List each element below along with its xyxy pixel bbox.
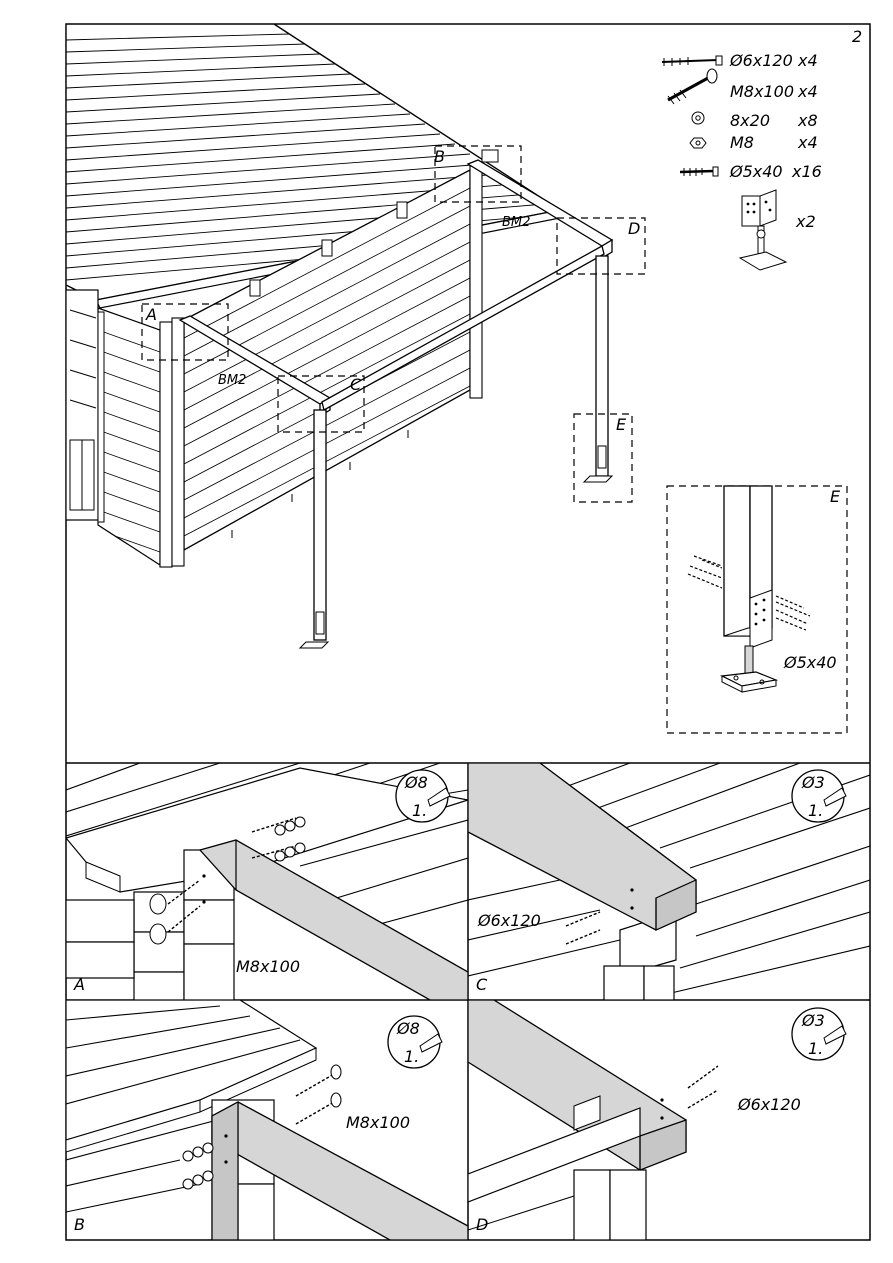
detail-d: Ø6x120 D [468, 1000, 801, 1240]
side-wall [66, 289, 161, 567]
callout-label-a: A [145, 305, 157, 324]
step-a: 1. [412, 801, 427, 820]
callout-box-c [277, 375, 365, 433]
washers-nuts-a [274, 816, 306, 862]
callout-box-b [434, 145, 522, 203]
drill-size-d: Ø3 [801, 1011, 825, 1030]
part-label-2: M8x100 [730, 82, 794, 101]
screws-c [565, 911, 601, 945]
overview-drawing: A B C D E BM2 BM2 [66, 24, 646, 649]
bolts-b [295, 1073, 335, 1125]
post-d [595, 255, 609, 477]
washer-icon [691, 111, 705, 125]
part-label-5: Ø5x40 [729, 162, 783, 181]
drill-badge-b: Ø8 1. [387, 1015, 443, 1069]
bolt-icon [667, 68, 718, 105]
screws-d [687, 1065, 719, 1109]
callout-box-a [141, 303, 229, 361]
drill-size-a: Ø8 [404, 773, 428, 792]
callout-label-d: D [628, 219, 640, 238]
front-wall [159, 165, 483, 568]
beam-label-bm2-a: BM2 [218, 373, 246, 388]
detail-b-label: B [74, 1215, 85, 1234]
detail-a: M8x100 A [66, 763, 468, 1000]
beam-bm2 [198, 839, 468, 1000]
detail-a-label: A [73, 975, 85, 994]
parts-list: Ø6x120 x4 M8x100 x4 8x20 x8 M8 x4 Ø5x40 … [661, 51, 822, 271]
drill-size-c: Ø3 [801, 773, 825, 792]
part-qty-2: x4 [797, 82, 818, 101]
detail-a-fastener: M8x100 [236, 957, 300, 976]
drill-size-b: Ø8 [396, 1019, 420, 1038]
step-d: 1. [808, 1039, 823, 1058]
canopy-frame [178, 149, 614, 649]
drill-badge-c: Ø3 1. [791, 769, 847, 823]
step-c: 1. [808, 801, 823, 820]
part-label-1: Ø6x120 [729, 51, 793, 70]
detail-e-screw-label: Ø5x40 [783, 653, 837, 672]
callout-label-b: B [434, 147, 445, 166]
detail-c-label: C [476, 975, 488, 994]
detail-b-fastener: M8x100 [346, 1113, 410, 1132]
detail-b: M8x100 B [66, 1000, 468, 1240]
drill-badge-a: Ø8 1. [395, 769, 451, 823]
detail-d-fastener: Ø6x120 [737, 1095, 801, 1114]
part-qty-6: x2 [795, 212, 816, 231]
wood-screw-icon [679, 166, 719, 177]
callout-label-c: C [350, 375, 362, 394]
step-b: 1. [404, 1047, 419, 1066]
nut-icon [689, 137, 707, 149]
post-c [313, 409, 327, 641]
screw-group-right [775, 595, 811, 631]
detail-d-label: D [476, 1215, 488, 1234]
detail-e-label: E [830, 487, 841, 506]
part-qty-3: x8 [797, 111, 818, 130]
post-anchor-icon [738, 189, 788, 271]
drill-badge-d: Ø3 1. [791, 1007, 847, 1061]
part-qty-5: x16 [791, 162, 822, 181]
lag-screw-icon [661, 55, 723, 66]
callout-box-e [573, 413, 633, 503]
detail-c-fastener: Ø6x120 [477, 911, 541, 930]
callout-label-e: E [616, 415, 627, 434]
bolts-a [167, 817, 297, 933]
part-qty-1: x4 [797, 51, 818, 70]
part-qty-4: x4 [797, 133, 818, 152]
detail-c: Ø6x120 C [468, 763, 870, 1000]
part-label-3: 8x20 [730, 111, 770, 130]
page-number: 2 [852, 27, 862, 46]
beam-label-bm2-b: BM2 [502, 215, 530, 230]
part-label-4: M8 [730, 133, 754, 152]
screw-group-left [687, 555, 723, 589]
detail-e-inset: E Ø5x40 [666, 485, 848, 734]
